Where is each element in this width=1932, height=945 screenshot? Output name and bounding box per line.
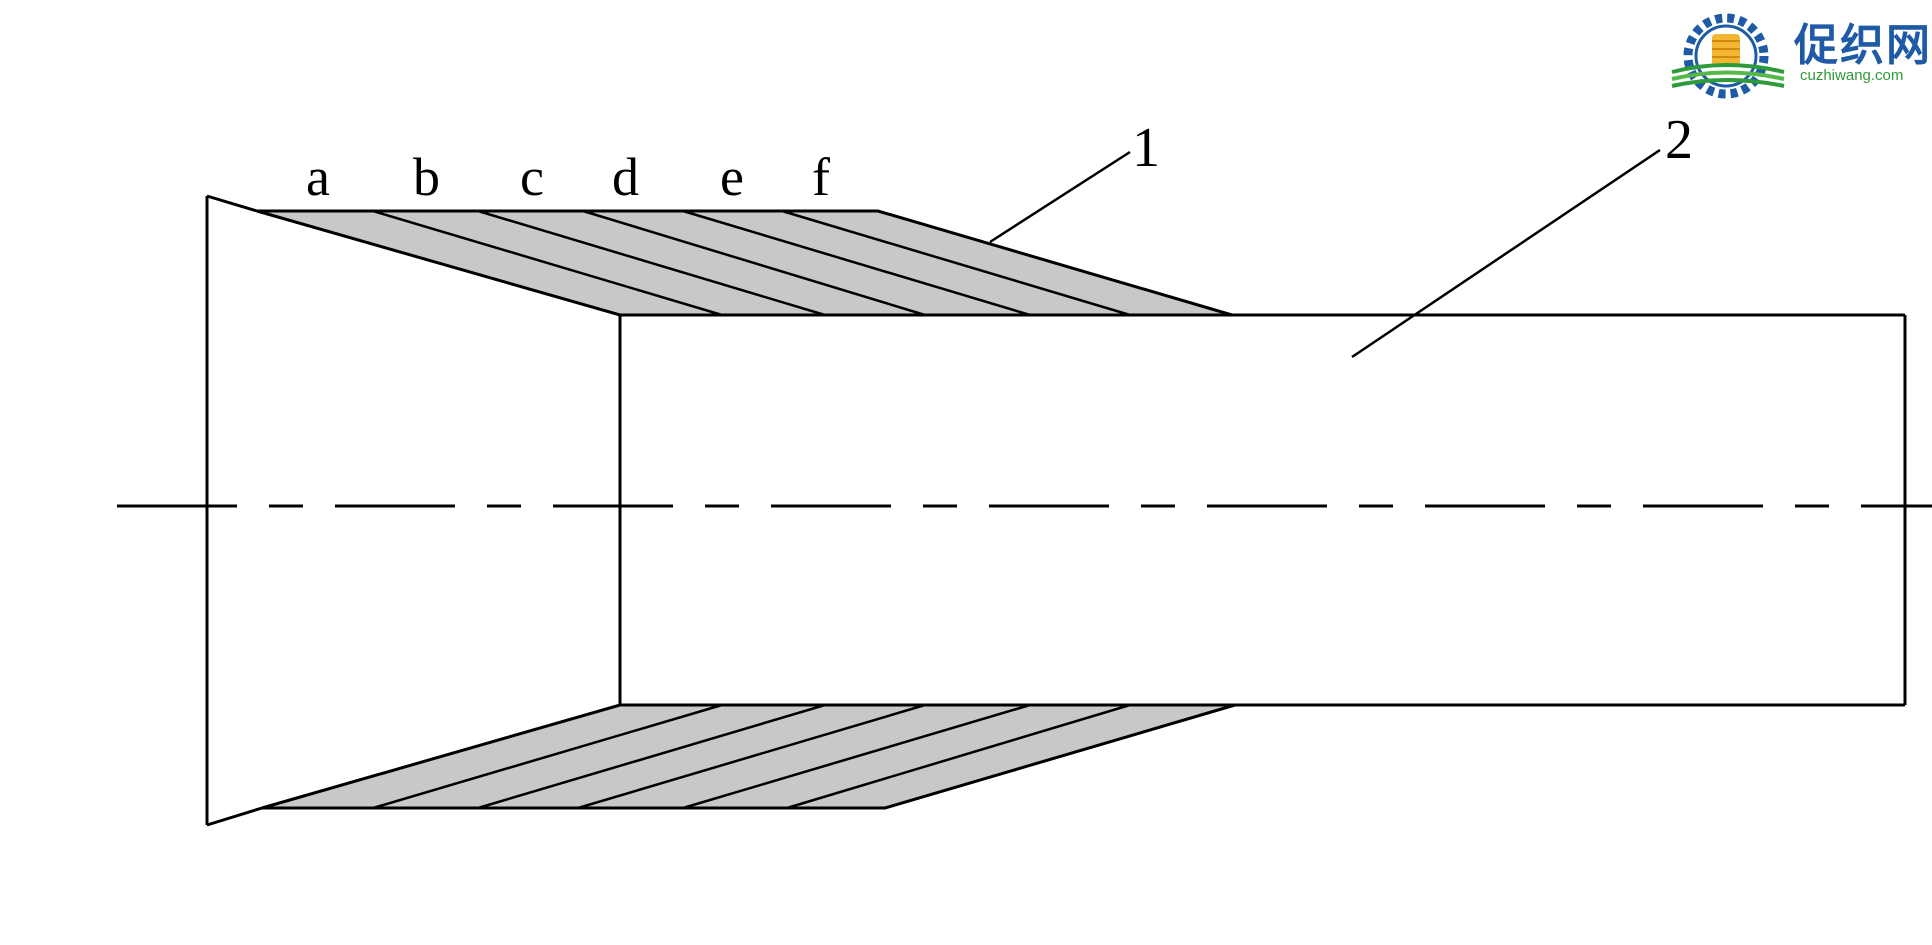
top-layer-divider [582, 209, 926, 317]
callout-2-leader [1351, 148, 1661, 359]
logo-chinese-text: 促织网 [1793, 20, 1932, 71]
layer-labels: a b c d e f [306, 147, 830, 207]
callout-1-leader [989, 150, 1131, 244]
layer-label-a: a [306, 147, 330, 207]
top-layer-divider [682, 209, 1031, 317]
top-wall-fill [256, 209, 1233, 317]
top-layered-wall [256, 209, 1233, 317]
top-layer-divider [477, 209, 826, 317]
layer-label-d: d [612, 147, 639, 207]
mandrel-outline [205, 194, 1907, 827]
callout-label-2: 2 [1665, 109, 1693, 171]
layer-label-f: f [812, 147, 830, 207]
bottom-layer-divider [786, 703, 1131, 810]
layer-label-e: e [720, 147, 744, 207]
bottom-layer-divider [577, 703, 926, 810]
layer-label-b: b [413, 147, 440, 207]
bottom-layered-wall [261, 703, 1236, 810]
top-layer-divider [372, 209, 723, 317]
layer-label-c: c [520, 147, 544, 207]
bottom-layer-divider [372, 703, 723, 810]
left-bottom-edge [206, 806, 263, 827]
logo-domain-text: cuzhiwang.com [1800, 67, 1903, 84]
bottom-layer-divider [477, 703, 826, 810]
site-logo: 促织网 cuzhiwang.com [1671, 13, 1932, 99]
left-top-edge [206, 194, 258, 213]
top-layer-divider [781, 209, 1131, 317]
callout-label-1: 1 [1132, 117, 1160, 179]
field-waves-icon [1671, 63, 1785, 88]
bottom-layer-divider [682, 703, 1031, 810]
spool-icon [1712, 34, 1740, 66]
